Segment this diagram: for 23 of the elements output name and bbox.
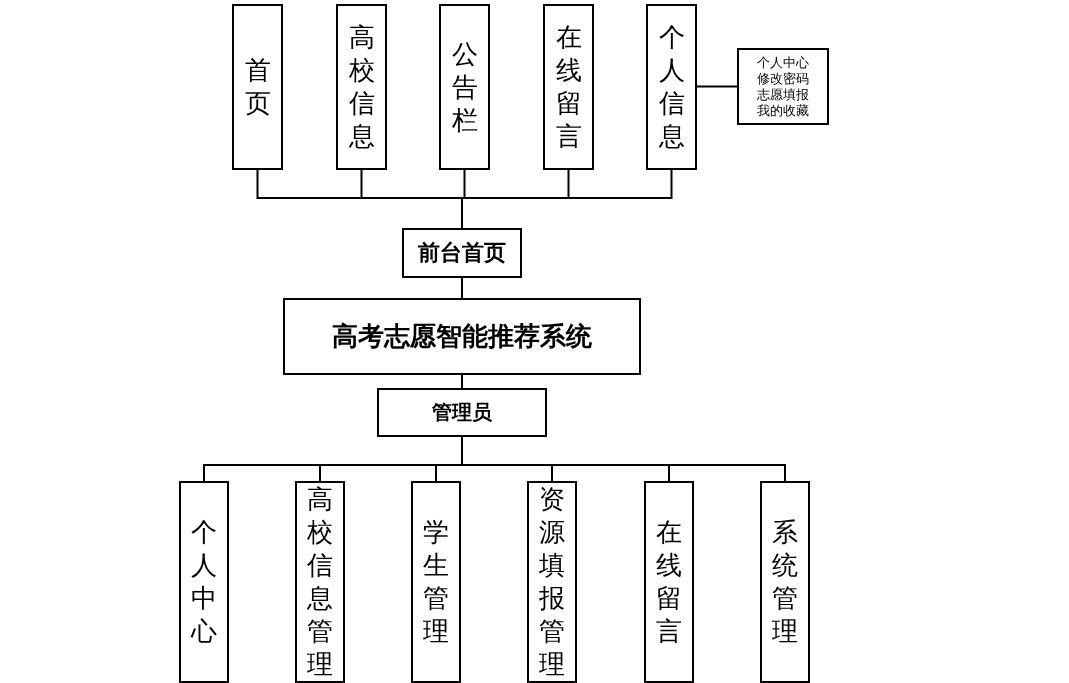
menu-list-box xyxy=(737,48,829,125)
module-box: 高校信息 xyxy=(336,4,387,170)
module-box: 个人中心 xyxy=(179,481,229,683)
module-box: 公告栏 xyxy=(439,4,490,170)
module-box: 在线留言 xyxy=(644,481,694,683)
title-box: 高考志愿智能推荐系统 xyxy=(283,298,641,375)
connector-line xyxy=(461,277,463,299)
title-box: 前台首页 xyxy=(402,228,522,278)
connector-line xyxy=(696,85,738,88)
module-box: 资源填报管理 xyxy=(527,481,577,683)
module-box: 高校信息管理 xyxy=(295,481,345,683)
module-box: 学生管理 xyxy=(411,481,461,683)
module-box: 系统管理 xyxy=(760,481,810,683)
title-box: 管理员 xyxy=(377,388,547,437)
connector-line xyxy=(461,436,786,482)
menu-item: 修改密码 xyxy=(757,70,809,87)
module-box: 在线留言 xyxy=(543,4,594,170)
module-box: 个人信息 xyxy=(646,4,697,170)
connector-line xyxy=(461,374,463,389)
menu-item: 我的收藏 xyxy=(757,102,809,119)
menu-item: 个人中心 xyxy=(757,54,809,71)
module-box: 首页 xyxy=(232,4,283,170)
menu-item: 志愿填报 xyxy=(757,86,809,103)
